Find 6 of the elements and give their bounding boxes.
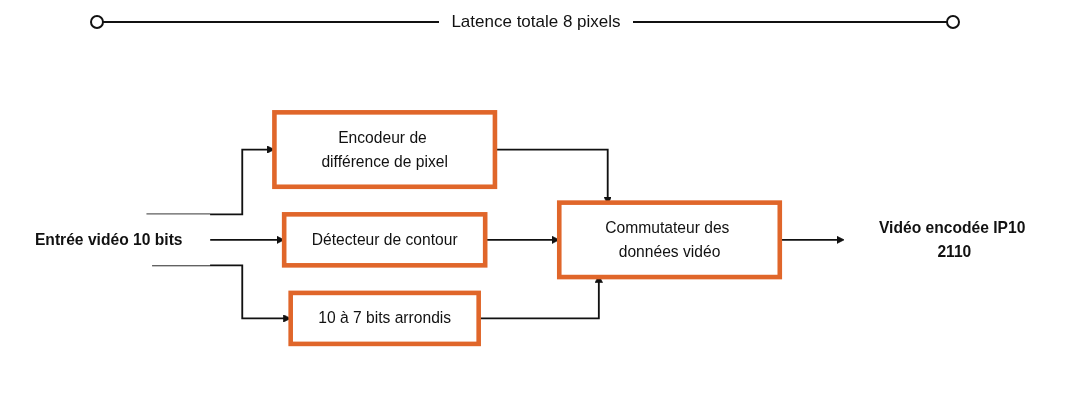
latency-label: Latence totale 8 pixels [439,12,633,31]
node-box: Détecteur de contour [281,211,488,268]
node-box: Commutateur des données vidéo [556,200,783,280]
node-box: Encodeur de différence de pixel [272,109,498,189]
node-box: 10 à 7 bits arrondis [288,290,481,347]
node-text: Vidéo encodée IP10 2110 [878,219,1026,260]
